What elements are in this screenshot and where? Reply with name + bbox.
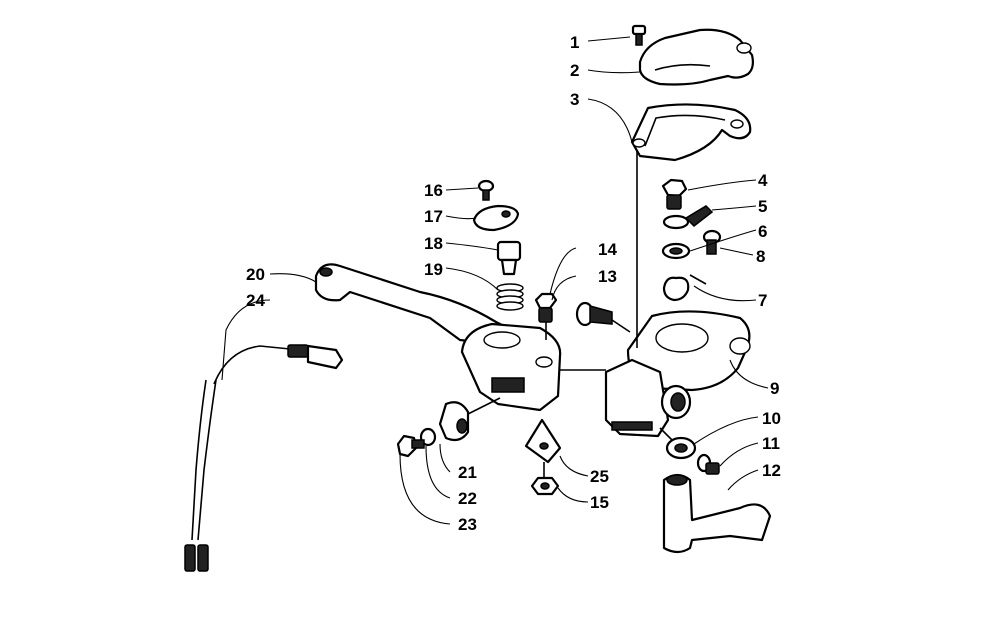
callout-22: 22 (458, 489, 477, 508)
part-11-screw (696, 453, 720, 475)
callout-3: 3 (570, 90, 579, 109)
callout-17: 17 (424, 207, 443, 226)
part-7-clip (662, 274, 707, 302)
callout-21: 21 (458, 463, 477, 482)
callout-13: 13 (598, 267, 617, 286)
callout-7: 7 (758, 291, 767, 310)
callout-6: 6 (758, 222, 767, 241)
callout-10: 10 (762, 409, 781, 428)
part-15-nut (530, 476, 560, 496)
callout-2: 2 (570, 61, 579, 80)
callout-4: 4 (758, 171, 768, 190)
callout-5: 5 (758, 197, 767, 216)
part-24-brake-switch (184, 344, 344, 572)
part-1-screw (631, 24, 647, 46)
part-21-adjuster (438, 401, 470, 442)
alignment-line-21 (467, 397, 501, 415)
part-5-terminal (662, 205, 714, 230)
alignment-line-13 (611, 319, 631, 333)
part-18-plunger (496, 240, 522, 276)
part-19-spring (496, 283, 524, 311)
callout-labels: 1 2 3 4 5 6 8 7 9 10 11 12 14 13 25 15 1… (246, 33, 781, 534)
alignment-line-10 (659, 427, 673, 441)
part-6-washer (661, 242, 691, 260)
callout-16: 16 (424, 181, 443, 200)
callout-9: 9 (770, 379, 779, 398)
callout-15: 15 (590, 493, 609, 512)
callout-25: 25 (590, 467, 609, 486)
part-8-screw (702, 229, 722, 255)
part-master-cylinder (460, 322, 562, 412)
part-14-bleeder (534, 292, 558, 323)
part-2-cover (638, 28, 754, 86)
callout-23: 23 (458, 515, 477, 534)
part-3-gasket (630, 103, 752, 162)
callout-11: 11 (762, 434, 780, 453)
part-12-throttle-lever (662, 473, 772, 554)
callout-24: 24 (246, 291, 265, 310)
part-10-washer (665, 436, 697, 460)
part-17-plate (472, 204, 520, 232)
part-9-housing (604, 310, 751, 438)
part-16-screw (477, 179, 495, 201)
callout-12: 12 (762, 461, 781, 480)
callout-14: 14 (598, 240, 617, 259)
callout-18: 18 (424, 234, 443, 253)
leader-lines (221, 36, 769, 525)
part-25-bracket (524, 418, 562, 464)
part-13-screw (575, 301, 613, 327)
callout-19: 19 (424, 260, 443, 279)
part-4-bolt (661, 178, 688, 210)
callout-8: 8 (756, 247, 765, 266)
callout-20: 20 (246, 265, 265, 284)
callout-1: 1 (570, 33, 579, 52)
